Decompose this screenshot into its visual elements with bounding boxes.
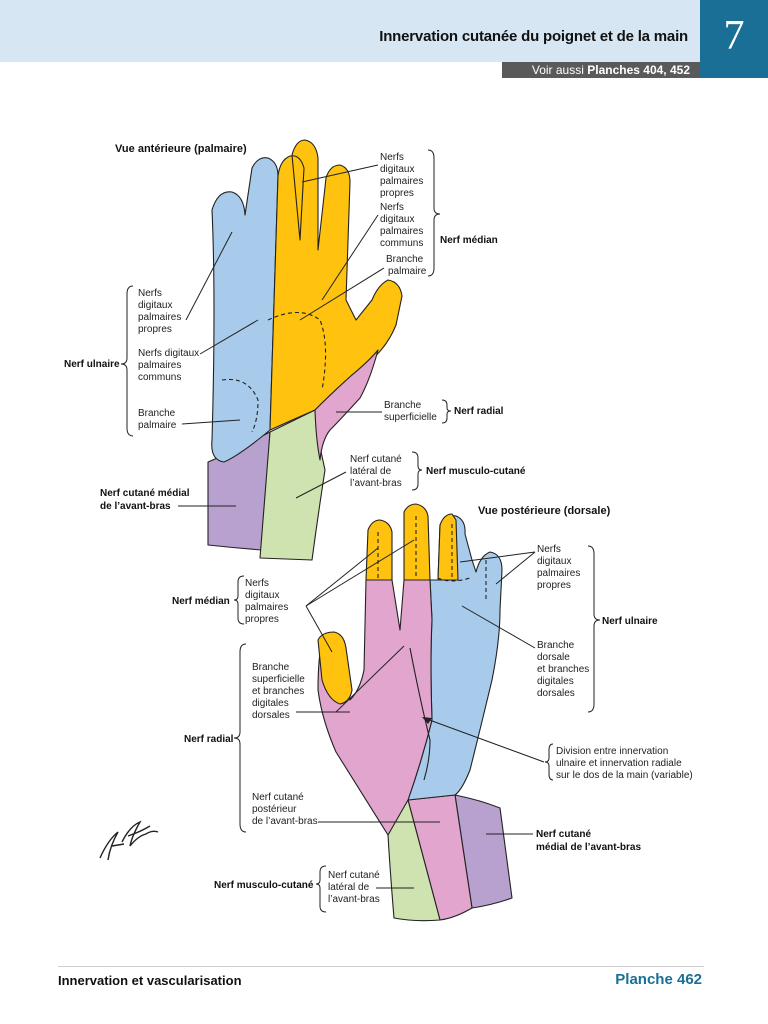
anterior-ulnar-bracket xyxy=(120,285,134,437)
posterior-median-fingertips xyxy=(365,503,459,581)
posterior-nerf-musculo-cutane: Nerf musculo-cutané xyxy=(214,880,314,891)
leader xyxy=(423,717,545,763)
posterior-cutane-medial-label: Nerf cutané médial de l’avant-bras xyxy=(536,829,641,853)
leader xyxy=(301,164,379,183)
posterior-median-propres-label: Nerfs digitaux palmaires propres xyxy=(245,578,291,625)
posterior-posterior-cutaneous-region xyxy=(407,794,473,921)
anterior-nerf-musculo-cutane: Nerf musculo-cutané xyxy=(426,466,526,477)
posterior-radial-bracket xyxy=(233,643,247,833)
see-also-prefix: Voir aussi xyxy=(531,63,584,77)
footer-plate-number: Planche 462 xyxy=(615,971,702,988)
posterior-dashed-lines xyxy=(377,516,487,600)
anterior-musculo-bracket xyxy=(411,451,423,491)
leader xyxy=(305,539,415,607)
anterior-median-labels: Nerfs digitaux palmaires propres Nerfs d… xyxy=(299,149,498,321)
anterior-communs-label: Nerfs digitaux palmaires communs xyxy=(380,202,426,249)
anterior-median-bracket xyxy=(427,149,441,277)
leader xyxy=(295,471,347,499)
posterior-median-thumb xyxy=(317,631,353,705)
posterior-ulnar-bracket xyxy=(587,545,601,713)
anterior-cutane-lateral-label: Nerf cutané latéral de l’avant-bras xyxy=(350,454,404,489)
leader xyxy=(495,551,536,585)
leader xyxy=(199,319,259,355)
leader xyxy=(185,231,233,321)
posterior-nerf-ulnaire: Nerf ulnaire xyxy=(602,616,658,627)
posterior-division-label: Division entre innervation ulnaire et in… xyxy=(556,746,693,781)
posterior-cutane-lateral-label: Nerf cutané latéral de l’avant-bras xyxy=(328,870,382,905)
posterior-ulnar-propres-label: Nerfs digitaux palmaires propres xyxy=(537,544,583,591)
anterior-ulnar-region xyxy=(211,157,279,463)
see-also-plates[interactable]: Planches 404, 452 xyxy=(587,63,690,77)
posterior-nerf-median: Nerf médian xyxy=(172,596,230,607)
footer-section: Innervation et vascularisation xyxy=(58,973,242,988)
posterior-median-bracket xyxy=(233,575,245,625)
header-band xyxy=(0,0,768,62)
posterior-medial-cutaneous-region xyxy=(454,794,513,909)
leader xyxy=(321,214,379,301)
leader xyxy=(461,605,536,649)
posterior-radial-branche-label: Branche superficielle et branches digita… xyxy=(252,662,308,721)
leader xyxy=(299,267,385,321)
anterior-ulnar-branche-label: Branche palmaire xyxy=(138,408,178,431)
anterior-branche-palmaire-label: Branche palmaire xyxy=(386,254,427,277)
anterior-lower-labels: Branche superficielle Nerf radial Nerf c… xyxy=(100,399,526,512)
posterior-title: Vue postérieure (dorsale) xyxy=(478,505,611,517)
chapter-number: 7 xyxy=(723,13,745,59)
anterior-nerf-ulnaire: Nerf ulnaire xyxy=(64,359,120,370)
leader xyxy=(335,645,405,713)
anterior-ulnar-palmar-zone xyxy=(221,378,259,433)
posterior-musculo-bracket xyxy=(315,865,327,913)
anterior-radial-region xyxy=(314,349,379,461)
leader xyxy=(181,419,241,425)
leader xyxy=(305,547,379,607)
posterior-hand xyxy=(317,503,513,922)
posterior-nerf-radial: Nerf radial xyxy=(184,734,234,745)
posterior-branche-dorsale-label: Branche dorsale et branches digitales do… xyxy=(537,640,592,699)
anterior-cutane-medial-label: Nerf cutané médial de l’avant-bras xyxy=(100,488,192,512)
posterior-cutane-posterieur-label: Nerf cutané postérieur de l’avant-bras xyxy=(252,792,318,827)
anterior-ulnar-propres-label: Nerfs digitaux palmaires propres xyxy=(138,288,184,335)
anterior-branche-superficielle-label: Branche superficielle xyxy=(384,400,437,423)
anterior-lateral-cutaneous-region xyxy=(259,409,326,561)
anterior-hand xyxy=(207,139,403,561)
posterior-division-line xyxy=(409,647,431,781)
artist-signature xyxy=(99,820,159,861)
leader xyxy=(305,605,333,653)
anterior-title: Vue antérieure (palmaire) xyxy=(115,143,247,155)
anterior-nerf-radial: Nerf radial xyxy=(454,406,504,417)
anterior-ulnar-communs-label: Nerfs digitaux palmaires communs xyxy=(138,348,202,383)
chapter-badge: 7 xyxy=(700,0,768,78)
page-title: Innervation cutanée du poignet et de la … xyxy=(379,28,688,45)
see-also-text: Voir aussi Planches 404, 452 xyxy=(502,63,690,77)
posterior-ulnar-labels: Nerfs digitaux palmaires propres Branche… xyxy=(422,544,693,853)
footer-divider xyxy=(58,966,704,967)
leader xyxy=(459,551,536,563)
anterior-nerf-median: Nerf médian xyxy=(440,235,498,246)
division-arrowhead xyxy=(422,717,432,724)
anterior-ulnar-labels: Nerfs digitaux palmaires propres Nerfs d… xyxy=(64,231,259,437)
posterior-left-labels: Nerfs digitaux palmaires propres Nerf mé… xyxy=(172,539,440,913)
see-also-bar: Voir aussi Planches 404, 452 xyxy=(502,62,700,78)
anterior-propres-label: Nerfs digitaux palmaires propres xyxy=(380,152,426,199)
posterior-division-bracket xyxy=(544,743,554,781)
anterior-radial-bracket xyxy=(441,399,452,424)
